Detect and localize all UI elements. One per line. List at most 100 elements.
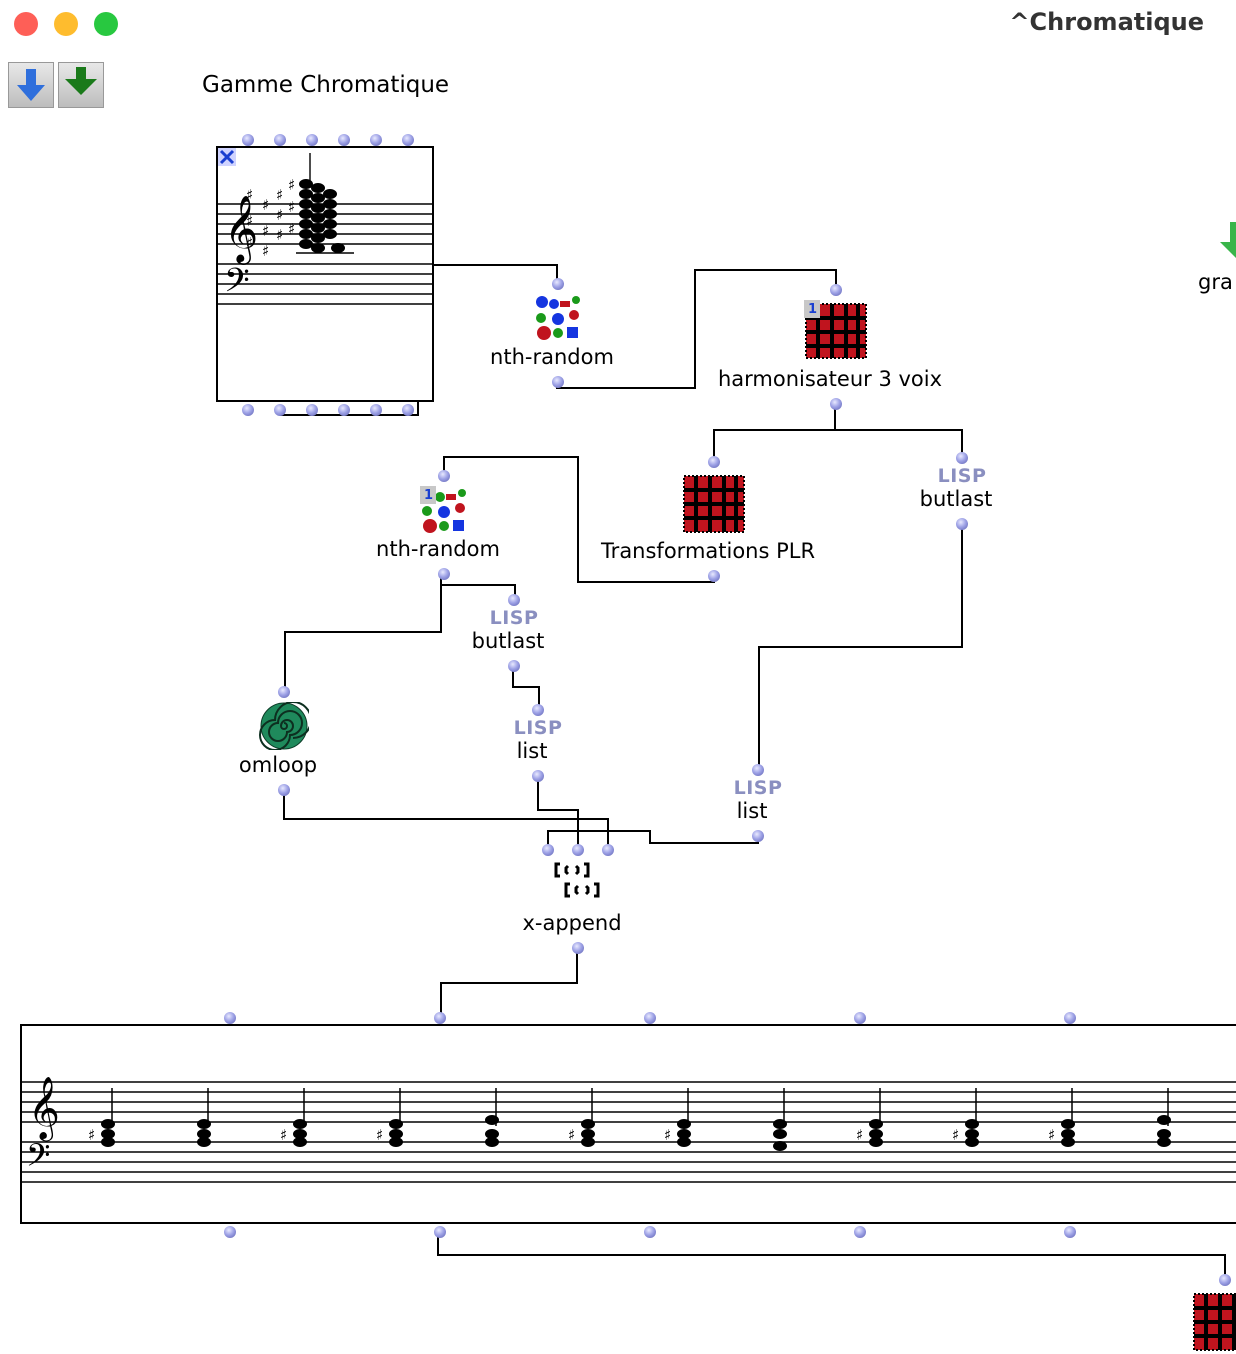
green-arrow-down-icon bbox=[65, 67, 97, 95]
patch-icon[interactable] bbox=[682, 474, 746, 534]
inlet[interactable] bbox=[402, 134, 414, 146]
omloop-label: omloop bbox=[238, 753, 318, 777]
inlet[interactable] bbox=[508, 594, 520, 606]
x-append-label: x-append bbox=[522, 911, 622, 935]
svg-text:♯: ♯ bbox=[568, 1126, 575, 1144]
inlet[interactable] bbox=[602, 844, 614, 856]
lisp-icon[interactable]: LISP bbox=[733, 777, 783, 799]
svg-text:♯: ♯ bbox=[664, 1126, 671, 1144]
inlet[interactable] bbox=[708, 456, 720, 468]
inlet[interactable] bbox=[542, 844, 554, 856]
svg-text:♯: ♯ bbox=[246, 186, 253, 204]
outlet[interactable] bbox=[278, 784, 290, 796]
x-append-brackets-icon[interactable] bbox=[552, 860, 602, 902]
svg-text:♯: ♯ bbox=[856, 1126, 863, 1144]
outlet[interactable] bbox=[242, 404, 254, 416]
inlet[interactable] bbox=[1064, 1012, 1076, 1024]
svg-text:♯: ♯ bbox=[262, 222, 269, 240]
outlet[interactable] bbox=[644, 1226, 656, 1238]
inlet[interactable] bbox=[438, 470, 450, 482]
outlet[interactable] bbox=[438, 568, 450, 580]
svg-text:♯: ♯ bbox=[276, 186, 283, 204]
outlet[interactable] bbox=[830, 398, 842, 410]
svg-text:♯: ♯ bbox=[276, 226, 283, 244]
butlast-label: butlast bbox=[919, 487, 993, 511]
svg-text:♯: ♯ bbox=[88, 1126, 95, 1144]
svg-text:♯: ♯ bbox=[288, 198, 295, 216]
svg-text:♯: ♯ bbox=[288, 176, 295, 194]
inlet[interactable] bbox=[242, 134, 254, 146]
svg-text:♯: ♯ bbox=[280, 1126, 287, 1144]
zoom-window-button[interactable] bbox=[94, 12, 118, 36]
patch-title: Gamme Chromatique bbox=[202, 72, 450, 98]
close-window-button[interactable] bbox=[14, 12, 38, 36]
svg-text:𝄢: 𝄢 bbox=[224, 262, 250, 308]
title-bar: ^Chromatique bbox=[0, 0, 1236, 52]
inlet[interactable] bbox=[370, 134, 382, 146]
svg-text:𝄞: 𝄞 bbox=[28, 1076, 60, 1142]
outlet[interactable] bbox=[1064, 1226, 1076, 1238]
lisp-icon[interactable]: LISP bbox=[937, 465, 987, 487]
inlet[interactable] bbox=[274, 134, 286, 146]
outlet[interactable] bbox=[224, 1226, 236, 1238]
inlet[interactable] bbox=[338, 134, 350, 146]
inlet[interactable] bbox=[830, 284, 842, 296]
patch-badge: 1 bbox=[422, 488, 436, 504]
graph-label-partial: gra bbox=[1198, 270, 1233, 294]
inlet[interactable] bbox=[434, 1012, 446, 1024]
outlet[interactable] bbox=[854, 1226, 866, 1238]
svg-text:♯: ♯ bbox=[276, 206, 283, 224]
inlet[interactable] bbox=[572, 844, 584, 856]
inlet[interactable] bbox=[278, 686, 290, 698]
svg-text:𝄞: 𝄞 bbox=[224, 194, 258, 265]
inlet[interactable] bbox=[224, 1012, 236, 1024]
inlet[interactable] bbox=[854, 1012, 866, 1024]
outlet[interactable] bbox=[338, 404, 350, 416]
lisp-icon[interactable]: LISP bbox=[513, 717, 563, 739]
green-arrow-down-icon[interactable] bbox=[1220, 222, 1236, 262]
eval-down-button[interactable] bbox=[8, 62, 54, 108]
outlet[interactable] bbox=[552, 376, 564, 388]
omloop-spiral-icon[interactable] bbox=[259, 702, 309, 750]
outlet[interactable] bbox=[532, 770, 544, 782]
transformations-plr-label: Transformations PLR bbox=[600, 539, 816, 563]
window-title: ^Chromatique bbox=[1009, 8, 1204, 36]
outlet[interactable] bbox=[708, 570, 720, 582]
minimize-window-button[interactable] bbox=[54, 12, 78, 36]
inlet[interactable] bbox=[306, 134, 318, 146]
svg-text:𝄢: 𝄢 bbox=[26, 1137, 50, 1181]
chord-seq-box[interactable]: 𝄞 𝄢 ♯♯♯ ♯♯♯ ♯♯♯ ♯♯♯ bbox=[216, 146, 434, 402]
butlast-label: butlast bbox=[471, 629, 545, 653]
outlet[interactable] bbox=[508, 660, 520, 672]
outlet[interactable] bbox=[752, 830, 764, 842]
chord-sequence-notation: 𝄞 𝄢 ♯ ♯ ♯ ♯ ♯ ♯ ♯ ♯ bbox=[22, 1076, 1236, 1183]
inlet[interactable] bbox=[752, 764, 764, 776]
outlet[interactable] bbox=[274, 404, 286, 416]
inlet[interactable] bbox=[956, 452, 968, 464]
svg-text:♯: ♯ bbox=[246, 234, 253, 252]
inlet[interactable] bbox=[532, 704, 544, 716]
eval-all-down-button[interactable] bbox=[58, 62, 104, 108]
chord-seq-output-box[interactable]: 𝄞 𝄢 ♯ ♯ ♯ ♯ ♯ ♯ ♯ ♯ bbox=[20, 1024, 1236, 1224]
nth-random-icon[interactable] bbox=[534, 293, 584, 341]
inlet[interactable] bbox=[644, 1012, 656, 1024]
lock-x-icon[interactable] bbox=[218, 148, 236, 166]
nth-random-label: nth-random bbox=[376, 537, 500, 561]
inlet[interactable] bbox=[1219, 1274, 1231, 1286]
patch-icon[interactable] bbox=[1192, 1292, 1236, 1354]
svg-text:♯: ♯ bbox=[246, 212, 253, 230]
lisp-icon[interactable]: LISP bbox=[489, 607, 539, 629]
list-label: list bbox=[736, 799, 768, 823]
outlet[interactable] bbox=[572, 942, 584, 954]
patch-badge: 1 bbox=[806, 302, 820, 318]
outlet[interactable] bbox=[956, 518, 968, 530]
outlet[interactable] bbox=[402, 404, 414, 416]
svg-text:♯: ♯ bbox=[952, 1126, 959, 1144]
outlet[interactable] bbox=[306, 404, 318, 416]
outlet[interactable] bbox=[370, 404, 382, 416]
nth-random-label: nth-random bbox=[490, 345, 614, 369]
blue-arrow-down-icon bbox=[17, 69, 45, 101]
list-label: list bbox=[516, 739, 548, 763]
outlet[interactable] bbox=[434, 1226, 446, 1238]
inlet[interactable] bbox=[552, 278, 564, 290]
